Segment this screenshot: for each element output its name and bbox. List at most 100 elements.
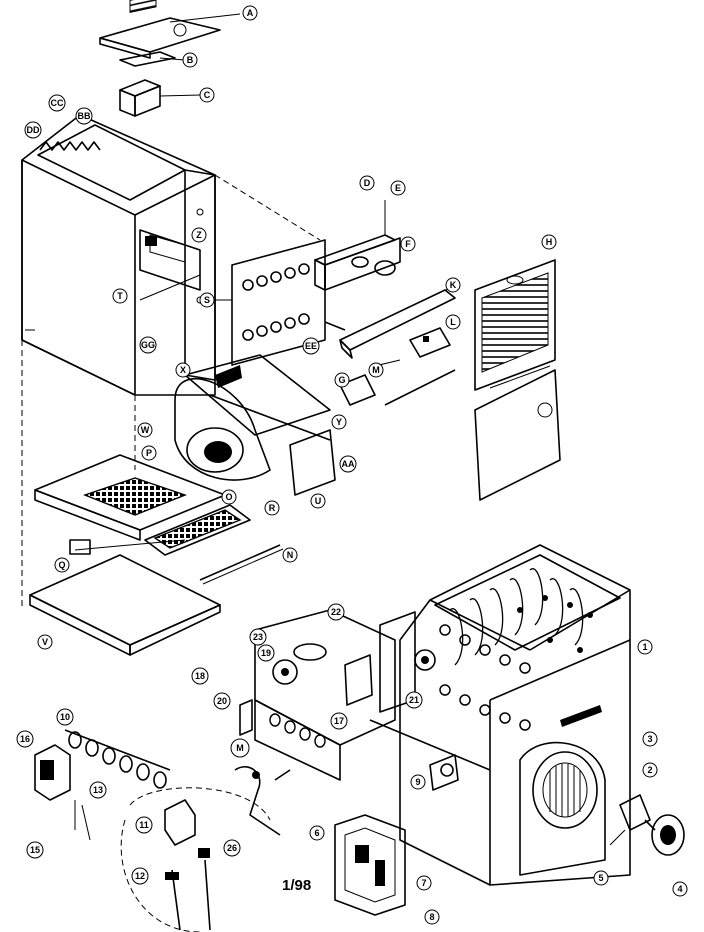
- svg-text:3: 3: [647, 734, 652, 744]
- top-panel-a: [99, 0, 241, 59]
- callout-19: 19: [257, 644, 275, 662]
- svg-text:2: 2: [647, 765, 652, 775]
- svg-text:T: T: [117, 291, 123, 301]
- svg-text:U: U: [315, 496, 322, 506]
- callout-16: 16: [16, 730, 34, 748]
- upper-door-h: [474, 259, 556, 391]
- callout-26: 26: [223, 839, 241, 857]
- svg-text:12: 12: [135, 871, 145, 881]
- svg-text:P: P: [146, 448, 152, 458]
- callout-labels: A B C CC BB DD D E F H K L M G Z S T GG …: [16, 5, 688, 925]
- callout-15: 15: [26, 841, 44, 859]
- svg-text:11: 11: [139, 820, 149, 830]
- svg-text:4: 4: [677, 884, 682, 894]
- svg-text:DD: DD: [27, 125, 40, 135]
- callout-dd: DD: [24, 121, 42, 139]
- svg-text:X: X: [180, 365, 186, 375]
- callout-q: Q: [54, 557, 70, 573]
- callout-l: L: [445, 314, 461, 330]
- callout-18: 18: [191, 667, 209, 685]
- lower-door-j: [474, 369, 561, 501]
- callout-m-upper: M: [368, 362, 384, 378]
- callout-cc: CC: [48, 94, 66, 112]
- callout-p: P: [141, 445, 157, 461]
- svg-text:W: W: [141, 425, 150, 435]
- burner-shield: [324, 287, 456, 406]
- callout-m-detail: M: [230, 738, 250, 758]
- svg-text:22: 22: [331, 607, 341, 617]
- callout-20: 20: [213, 692, 231, 710]
- callout-aa: AA: [339, 455, 357, 473]
- callout-n: N: [282, 547, 298, 563]
- svg-text:S: S: [204, 295, 210, 305]
- ignitor-detail-circle: [120, 787, 271, 932]
- svg-text:D: D: [364, 178, 371, 188]
- svg-text:18: 18: [195, 671, 205, 681]
- svg-text:23: 23: [253, 632, 263, 642]
- callout-12: 12: [131, 867, 149, 885]
- lower-blower: [519, 741, 606, 876]
- svg-text:N: N: [287, 550, 294, 560]
- svg-text:1: 1: [642, 642, 647, 652]
- callout-5: 5: [593, 870, 609, 886]
- callout-10: 10: [56, 708, 74, 726]
- svg-text:K: K: [450, 280, 457, 290]
- callout-d: D: [359, 175, 375, 191]
- callout-gg: GG: [139, 336, 157, 354]
- svg-text:21: 21: [409, 695, 419, 705]
- junction-box-c: [119, 79, 201, 117]
- callout-6: 6: [309, 825, 325, 841]
- svg-text:6: 6: [314, 828, 319, 838]
- bracket-b: [119, 51, 186, 67]
- callout-21: 21: [405, 691, 423, 709]
- svg-text:20: 20: [217, 696, 227, 706]
- inducer-motor: [609, 794, 685, 856]
- callout-s: S: [199, 292, 215, 308]
- svg-text:R: R: [269, 503, 276, 513]
- svg-text:16: 16: [20, 734, 30, 744]
- svg-text:Q: Q: [58, 560, 65, 570]
- callout-22: 22: [327, 603, 345, 621]
- callout-r: R: [264, 500, 280, 516]
- svg-text:Z: Z: [196, 230, 202, 240]
- control-box: [334, 754, 459, 916]
- svg-text:L: L: [450, 317, 456, 327]
- svg-text:CC: CC: [51, 98, 64, 108]
- svg-text:Y: Y: [336, 417, 342, 427]
- callout-ee: EE: [302, 337, 320, 355]
- callout-17: 17: [330, 712, 348, 730]
- callout-8: 8: [424, 909, 440, 925]
- callout-u: U: [310, 493, 326, 509]
- callout-v: V: [37, 634, 53, 650]
- callout-t: T: [112, 288, 128, 304]
- svg-text:GG: GG: [141, 340, 155, 350]
- svg-text:5: 5: [598, 873, 603, 883]
- svg-text:M: M: [236, 743, 244, 753]
- svg-text:BB: BB: [78, 111, 91, 121]
- callout-b: B: [182, 52, 198, 68]
- svg-text:10: 10: [60, 712, 70, 722]
- callout-3: 3: [642, 731, 658, 747]
- callout-13: 13: [89, 781, 107, 799]
- callout-z: Z: [191, 227, 207, 243]
- callout-11: 11: [135, 816, 153, 834]
- date-code: 1/98: [282, 877, 311, 894]
- callout-e: E: [390, 180, 406, 196]
- bottom-pan-v: [29, 539, 221, 656]
- svg-text:G: G: [338, 375, 345, 385]
- svg-text:B: B: [187, 55, 194, 65]
- svg-text:17: 17: [334, 716, 344, 726]
- svg-text:V: V: [42, 637, 48, 647]
- callout-23: 23: [249, 628, 267, 646]
- svg-text:15: 15: [30, 845, 40, 855]
- svg-text:O: O: [225, 492, 232, 502]
- heat-exchanger-cabinet: [369, 544, 631, 886]
- svg-text:19: 19: [261, 648, 271, 658]
- callout-a: A: [242, 5, 258, 21]
- callout-bb: BB: [75, 107, 93, 125]
- svg-text:A: A: [247, 8, 254, 18]
- callout-4: 4: [672, 881, 688, 897]
- collector-box: [314, 200, 401, 291]
- front-panel-plate: [215, 239, 326, 366]
